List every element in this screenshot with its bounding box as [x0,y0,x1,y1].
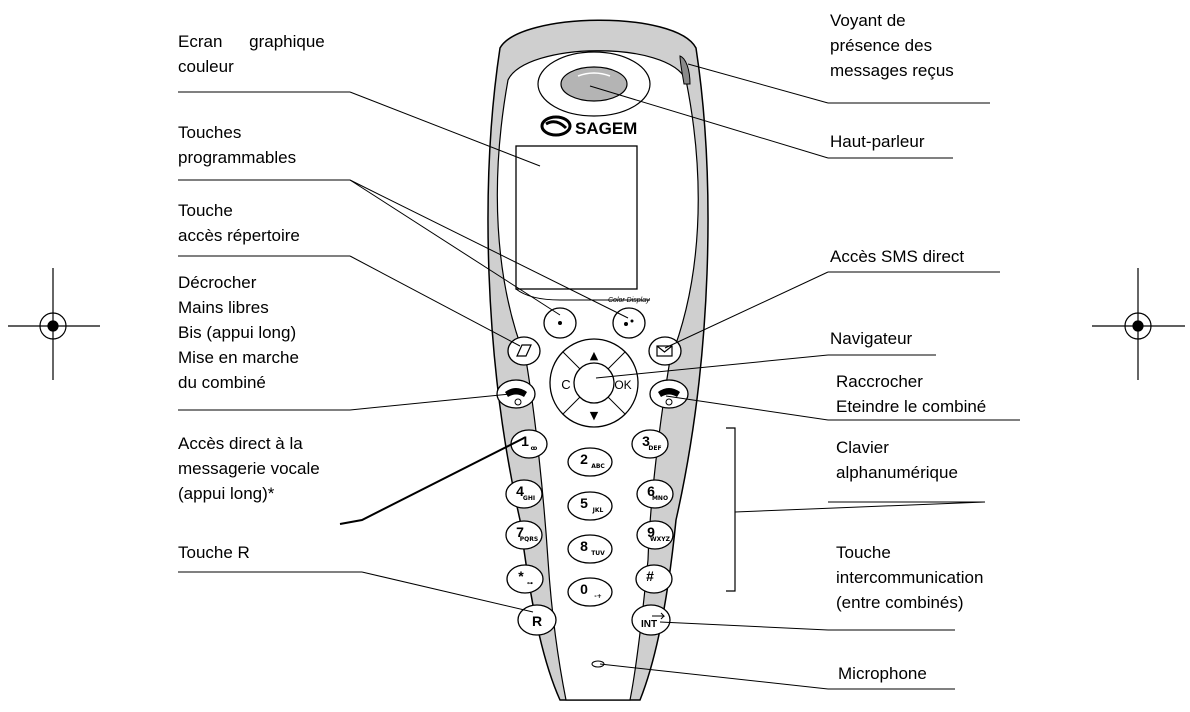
speaker-icon [560,66,628,102]
label-microphone: Microphone [838,664,927,683]
key-hash-button[interactable] [635,564,673,594]
key-9-letters: WXYZ [650,536,671,543]
nav-ok-button[interactable]: OK [614,378,631,392]
key-2-label: 2 [580,451,588,467]
key-9-button[interactable] [636,520,674,550]
key-4-button[interactable] [505,479,543,509]
nav-up-icon[interactable]: ▲ [590,349,599,362]
label-haut-parleur: Haut-parleur [830,132,925,151]
key-star-label: * [518,568,524,584]
key-2-letters: ABC [591,463,605,470]
crosshair-right [1092,268,1185,380]
label-clavier: Clavier alphanumérique [836,438,958,482]
key-0-button[interactable] [567,577,613,607]
key-3-letters: DEF [648,445,661,452]
message-led-icon [679,55,691,85]
book-icon [516,344,532,357]
key-8-letters: TUV [591,550,605,557]
key-2-button[interactable] [567,447,613,477]
key-9-label: 9 [647,524,655,540]
key-0-letters: -+ [594,593,602,600]
key-5-button[interactable] [567,491,613,521]
label-decrocher: Décrocher Mains libres Bis (appui long) … [178,273,299,392]
handset-icon [505,388,527,406]
key-7-label: 7 [516,524,524,540]
key-3-label: 3 [642,433,650,449]
label-navigateur: Navigateur [830,329,913,348]
label-rules [178,91,1020,690]
key-8-button[interactable] [567,534,613,564]
key-star-button[interactable] [506,564,544,594]
key-3-button[interactable] [631,429,669,459]
key-6-letters: MNO [652,495,668,502]
intercom-arrow-icon [652,612,666,620]
int-key-label: INT [641,619,657,630]
label-touches-programmables: Touches programmables [178,123,297,167]
r-key-button[interactable] [517,604,557,636]
hangup-icon [658,388,680,406]
screen-caption: Color Display [608,297,650,304]
envelope-icon [656,345,673,357]
label-intercom: Touche intercommunication (entre combiné… [836,543,984,612]
key-5-label: 5 [580,495,588,511]
key-0-label: 0 [580,581,588,597]
label-voyant: Voyant de présence des messages reçus [830,11,954,80]
directory-button[interactable] [507,336,541,366]
label-raccrocher: Raccrocher Eteindre le combiné [836,372,987,416]
key-6-button[interactable] [636,479,674,509]
label-sms: Accès SMS direct [830,247,965,266]
key-7-button[interactable] [505,520,543,550]
label-messagerie: Accès direct à la messagerie vocale (app… [178,434,320,503]
r-key-label: R [532,613,542,629]
key-1-label: 1 [521,433,529,449]
keypad-bracket [726,427,736,592]
label-ecran: Ecran graphique couleur [178,32,325,76]
key-6-label: 6 [647,483,655,499]
leader-lines [339,63,986,690]
key-8-label: 8 [580,538,588,554]
key-1-button[interactable] [510,429,548,459]
key-4-letters: GHI [523,495,535,502]
nav-clear-button[interactable]: C [561,377,570,392]
sagem-logo [540,115,572,137]
navigator-center[interactable] [573,362,615,404]
nav-down-icon[interactable]: ▼ [590,409,599,422]
int-key-button[interactable] [631,604,671,636]
key-4-label: 4 [516,483,524,499]
crosshair-left [8,268,100,380]
color-screen [515,145,638,290]
brand-name: SAGEM [575,119,637,138]
key-7-letters: PQRS [520,536,538,543]
softkey-right-button[interactable] [612,307,646,339]
key-5-letters: JKL [592,507,604,514]
key-1-letters: ꝏ [531,445,538,452]
key-hash-label: # [646,568,654,584]
label-repertoire: Touche accès répertoire [178,201,300,245]
key-star-letters: ⊶ [527,580,533,587]
label-touche-r: Touche R [178,543,250,562]
